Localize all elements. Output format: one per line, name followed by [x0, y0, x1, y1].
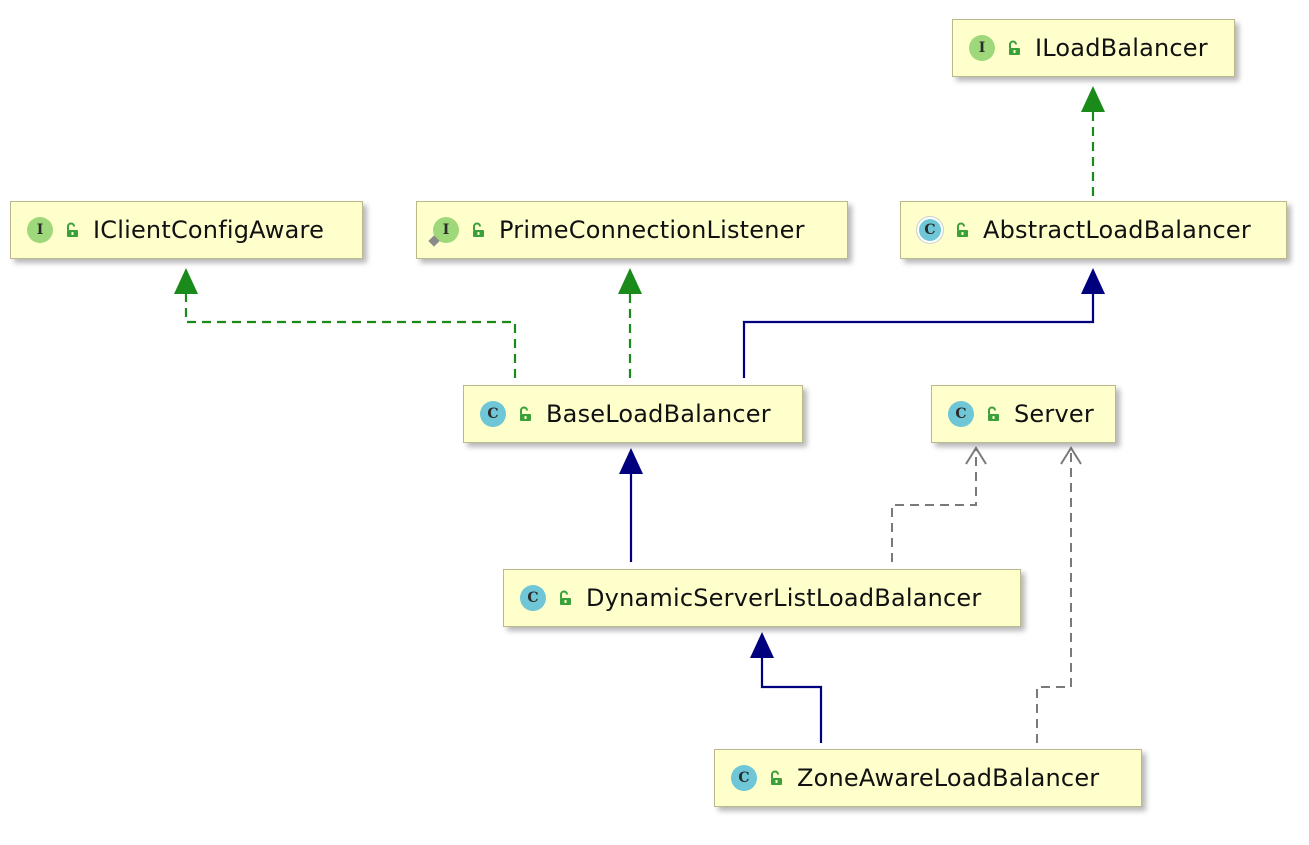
class-name: ILoadBalancer [1035, 34, 1208, 62]
public-unlock-icon [67, 222, 78, 237]
arrowhead-extends-baseloadbalancer [619, 448, 643, 474]
class-badge-icon: C [731, 765, 757, 791]
arrowhead-dependson-server-2 [1060, 446, 1082, 465]
class-name: PrimeConnectionListener [499, 216, 805, 244]
edge-dynamicserverlist-dependson-server [891, 450, 977, 562]
arrowhead-implements-primeconnectionlistener [618, 268, 642, 294]
arrowhead-extends-abstractloadbalancer [1081, 268, 1105, 294]
class-node-zoneawareloadbalancer[interactable]: C ZoneAwareLoadBalancer [714, 749, 1142, 807]
class-node-iclientconfigaware[interactable]: I IClientConfigAware [10, 201, 363, 259]
interface-badge-icon: I [969, 35, 995, 61]
edge-zoneaware-dependson-server [1036, 450, 1072, 743]
class-node-baseloadbalancer[interactable]: C BaseLoadBalancer [463, 385, 803, 443]
class-name: Server [1014, 400, 1094, 428]
arrowhead-implements-iclientconfigaware [174, 268, 198, 294]
interface-badge-icon: I [27, 217, 53, 243]
edge-baseloadbalancer-implements-iclientconfigaware [184, 294, 517, 378]
class-node-primeconnectionlistener[interactable]: I PrimeConnectionListener [416, 201, 848, 259]
edge-baseloadbalancer-extends-abstractloadbalancer [742, 294, 1095, 378]
class-name: ZoneAwareLoadBalancer [797, 764, 1100, 792]
nested-marker-icon [428, 235, 440, 247]
abstract-class-badge-icon: C [917, 217, 943, 243]
class-badge-icon: C [520, 585, 546, 611]
class-node-abstractloadbalancer[interactable]: C AbstractLoadBalancer [900, 201, 1287, 259]
edge-zoneaware-extends-dynamicserverlist [760, 658, 823, 743]
class-node-dynamicserverlistloadbalancer[interactable]: C DynamicServerListLoadBalancer [503, 569, 1021, 627]
arrowhead-implements-iloadbalancer [1081, 86, 1105, 112]
class-badge-icon: C [948, 401, 974, 427]
arrowhead-dependson-server-1 [965, 446, 987, 465]
badge-letter: I [442, 222, 450, 238]
class-node-server[interactable]: C Server [931, 385, 1116, 443]
public-unlock-icon [473, 222, 484, 237]
class-name: DynamicServerListLoadBalancer [586, 584, 982, 612]
public-unlock-icon [957, 222, 968, 237]
public-unlock-icon [560, 590, 571, 605]
class-badge-icon: C [480, 401, 506, 427]
public-unlock-icon [520, 406, 531, 421]
public-unlock-icon [988, 406, 999, 421]
class-name: AbstractLoadBalancer [983, 216, 1251, 244]
arrowhead-extends-dynamicserverlist [750, 632, 774, 658]
class-node-iloadbalancer[interactable]: I ILoadBalancer [952, 19, 1235, 77]
interface-badge-icon: I [428, 217, 459, 247]
class-name: BaseLoadBalancer [546, 400, 771, 428]
public-unlock-icon [771, 770, 782, 785]
class-name: IClientConfigAware [93, 216, 325, 244]
public-unlock-icon [1009, 40, 1020, 55]
